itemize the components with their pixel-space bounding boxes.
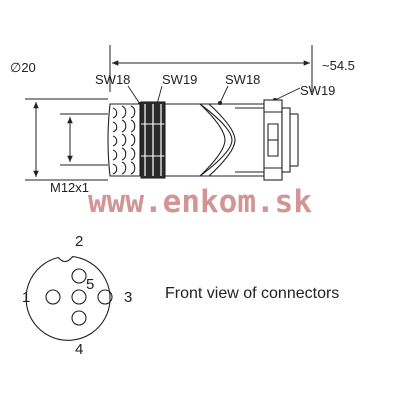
pin-label-3: 3 [124, 289, 132, 306]
length-label: ~54.5 [322, 58, 355, 73]
pin-label-2: 2 [75, 233, 83, 250]
pin-5 [71, 289, 87, 305]
diameter-label: ∅20 [10, 60, 36, 75]
wrench-size-label-2: SW19 [162, 72, 197, 87]
thread-dimension [60, 113, 108, 166]
pin-2 [71, 268, 87, 284]
connector-body [107, 99, 299, 181]
wrench-size-label-1: SW18 [95, 72, 130, 87]
pin-label-4: 4 [75, 341, 83, 358]
length-dimension [109, 45, 313, 92]
diameter-dimension [25, 98, 108, 181]
pin-4 [71, 310, 87, 326]
pin-label-5: 5 [86, 276, 94, 293]
front-view-caption: Front view of connectors [165, 285, 339, 302]
pin-3 [97, 289, 113, 305]
wrench-size-label-3: SW18 [225, 72, 260, 87]
pin-1 [45, 289, 61, 305]
pin-front-view [25, 256, 113, 341]
wrench-size-label-4: SW19 [300, 83, 335, 98]
watermark: www.enkom.sk [88, 184, 312, 220]
thread-label: M12x1 [50, 180, 89, 195]
pin-label-1: 1 [22, 289, 30, 306]
